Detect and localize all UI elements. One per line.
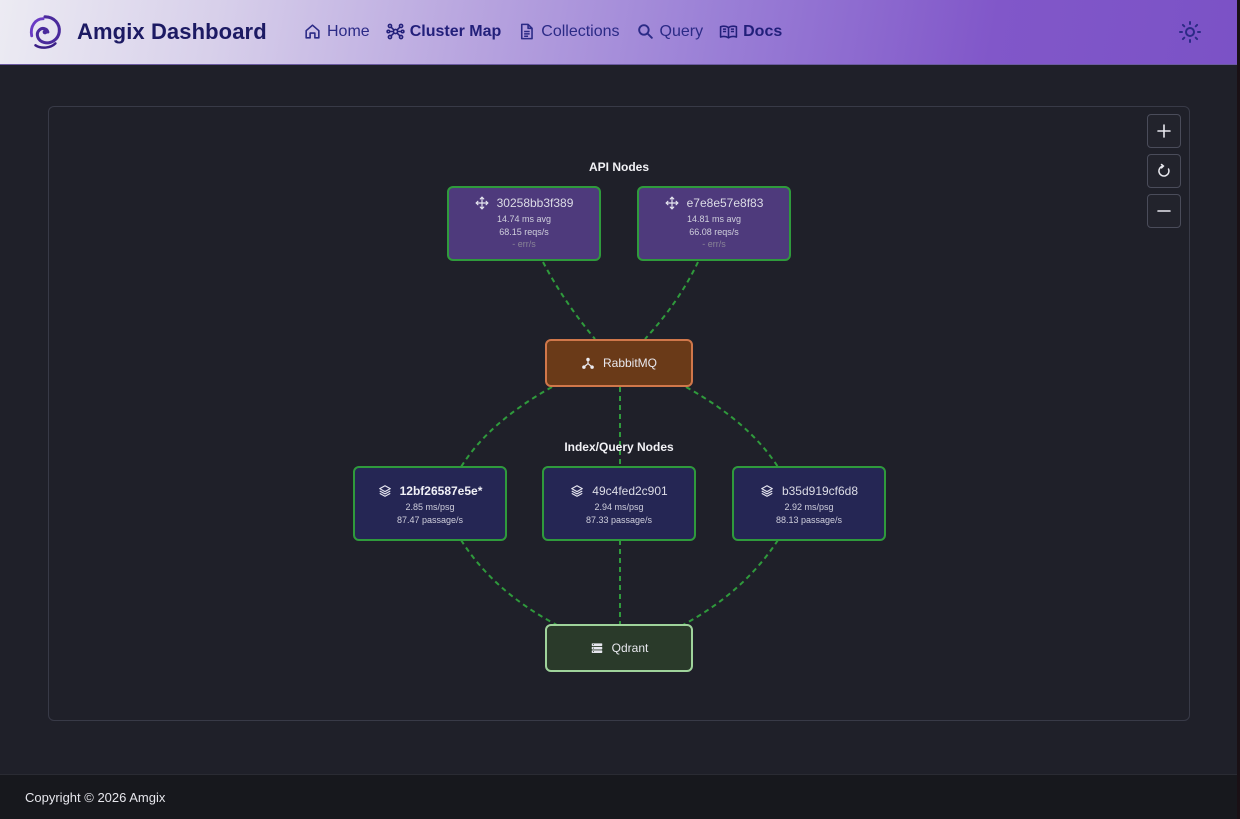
home-icon bbox=[305, 24, 320, 39]
nav-docs-label: Docs bbox=[743, 22, 783, 40]
search-icon bbox=[637, 24, 653, 39]
edge-rabbitmq-idx3 bbox=[685, 386, 779, 468]
arrows-move-icon bbox=[475, 196, 489, 210]
api-node-errors: - err/s bbox=[702, 239, 726, 249]
window-edge bbox=[1237, 0, 1240, 819]
brand[interactable]: Amgix Dashboard bbox=[26, 13, 267, 51]
plus-icon bbox=[1157, 124, 1171, 138]
api-node[interactable]: 30258bb3f389 14.74 ms avg 68.15 reqs/s -… bbox=[447, 186, 601, 261]
index-node-title: 49c4fed2c901 bbox=[544, 484, 694, 498]
layers-icon bbox=[761, 485, 773, 497]
edge-idx1-qdrant bbox=[460, 539, 558, 626]
index-node-id: 49c4fed2c901 bbox=[592, 484, 668, 498]
zoom-out-button[interactable] bbox=[1147, 194, 1181, 228]
nav-collections[interactable]: Collections bbox=[517, 22, 620, 41]
index-node-id: 12bf26587e5e* bbox=[399, 484, 483, 498]
api-node-latency: 14.81 ms avg bbox=[686, 214, 742, 224]
sun-icon[interactable] bbox=[1178, 20, 1202, 44]
api-node-latency: 14.74 ms avg bbox=[496, 214, 552, 224]
index-node-rate: 87.47 passage/s bbox=[396, 515, 464, 525]
index-node[interactable]: 12bf26587e5e* 2.85 ms/psg 87.47 passage/… bbox=[353, 466, 507, 541]
index-node-latency: 2.92 ms/psg bbox=[784, 502, 834, 512]
edge-api1-rabbitmq bbox=[542, 261, 596, 340]
edge-api2-rabbitmq bbox=[644, 261, 699, 340]
nav-query[interactable]: Query bbox=[636, 22, 704, 41]
rabbitmq-label: RabbitMQ bbox=[602, 356, 658, 370]
footer: Copyright © 2026 Amgix bbox=[0, 774, 1237, 819]
top-navbar: Amgix Dashboard Home Cluster Map Col bbox=[0, 0, 1237, 65]
index-node-title: 12bf26587e5e* bbox=[355, 484, 505, 498]
api-nodes-label: API Nodes bbox=[588, 160, 649, 174]
api-node-errors: - err/s bbox=[512, 239, 536, 249]
api-node-id: e7e8e57e8f83 bbox=[686, 196, 764, 210]
index-node-rate: 87.33 passage/s bbox=[585, 515, 653, 525]
nav-cluster-map[interactable]: Cluster Map bbox=[386, 22, 502, 41]
edge-idx3-qdrant bbox=[682, 539, 779, 626]
qdrant-label: Qdrant bbox=[611, 641, 649, 655]
main-nav: Home Cluster Map Collections Query bbox=[303, 22, 798, 41]
cluster-map-panel[interactable]: API Nodes 30258bb3f389 14.74 ms avg 68.1… bbox=[48, 106, 1190, 721]
document-icon bbox=[521, 23, 534, 40]
broker-icon bbox=[582, 357, 594, 369]
index-node-latency: 2.94 ms/psg bbox=[594, 502, 644, 512]
nav-collections-label: Collections bbox=[541, 22, 620, 40]
nav-home-label: Home bbox=[327, 22, 370, 40]
app-title: Amgix Dashboard bbox=[77, 19, 267, 44]
nav-cluster-map-label: Cluster Map bbox=[409, 22, 502, 40]
api-node-title: 30258bb3f389 bbox=[449, 196, 599, 210]
book-icon bbox=[719, 25, 738, 39]
api-node-id: 30258bb3f389 bbox=[496, 196, 574, 210]
api-node[interactable]: e7e8e57e8f83 14.81 ms avg 66.08 reqs/s -… bbox=[637, 186, 791, 261]
index-node-rate: 88.13 passage/s bbox=[775, 515, 843, 525]
database-icon bbox=[591, 643, 602, 653]
cluster-icon bbox=[386, 23, 405, 40]
layers-icon bbox=[378, 485, 391, 497]
index-nodes-label: Index/Query Nodes bbox=[564, 440, 674, 454]
nav-home[interactable]: Home bbox=[303, 22, 370, 41]
qdrant-content: Qdrant bbox=[547, 626, 691, 670]
index-node-latency: 2.85 ms/psg bbox=[405, 502, 455, 512]
rabbitmq-node[interactable]: RabbitMQ bbox=[545, 339, 693, 387]
index-node[interactable]: 49c4fed2c901 2.94 ms/psg 87.33 passage/s bbox=[542, 466, 696, 541]
edge-rabbitmq-idx1 bbox=[460, 386, 553, 468]
index-node[interactable]: b35d919cf6d8 2.92 ms/psg 88.13 passage/s bbox=[732, 466, 886, 541]
minus-icon bbox=[1157, 210, 1171, 212]
index-node-title: b35d919cf6d8 bbox=[734, 484, 884, 498]
api-node-rate: 68.15 reqs/s bbox=[499, 227, 549, 237]
api-node-title: e7e8e57e8f83 bbox=[639, 196, 789, 210]
index-node-id: b35d919cf6d8 bbox=[781, 484, 859, 498]
nav-docs[interactable]: Docs bbox=[719, 22, 782, 41]
reset-view-button[interactable] bbox=[1147, 154, 1181, 188]
api-node-rate: 66.08 reqs/s bbox=[689, 227, 739, 237]
qdrant-node[interactable]: Qdrant bbox=[545, 624, 693, 672]
rabbitmq-content: RabbitMQ bbox=[547, 341, 691, 385]
copyright-text: Copyright © 2026 Amgix bbox=[25, 790, 166, 805]
reset-icon bbox=[1158, 163, 1170, 177]
amgix-logo-icon bbox=[29, 15, 61, 49]
zoom-in-button[interactable] bbox=[1147, 114, 1181, 148]
cluster-edges bbox=[460, 261, 779, 626]
arrows-move-icon bbox=[665, 196, 679, 210]
nav-query-label: Query bbox=[659, 22, 704, 40]
layers-icon bbox=[571, 485, 584, 497]
